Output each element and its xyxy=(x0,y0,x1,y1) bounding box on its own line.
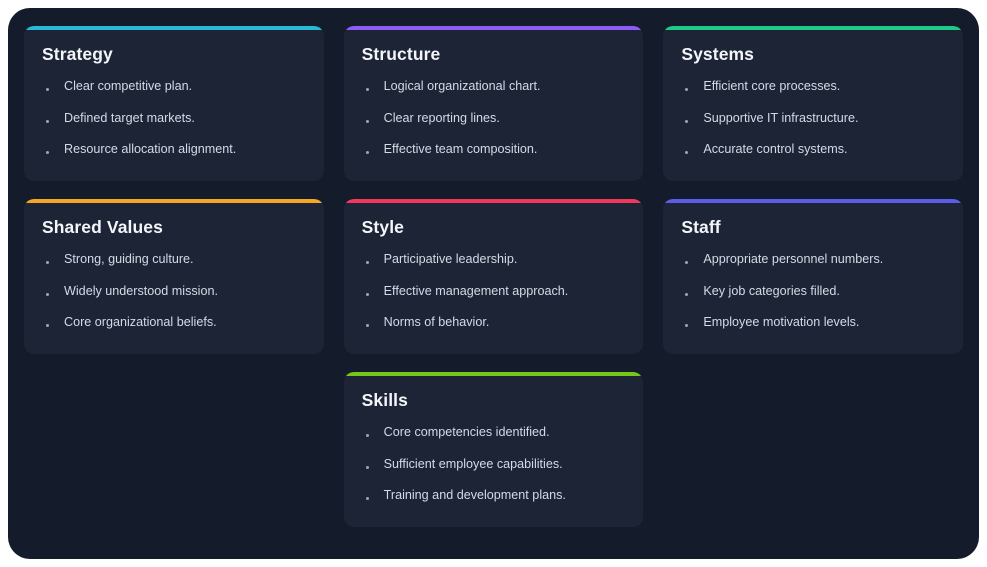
list-item-text: Key job categories filled. xyxy=(703,283,840,298)
list-item-text: Clear reporting lines. xyxy=(383,110,500,125)
card-title-staff: Staff xyxy=(681,217,721,237)
list-item: Training and development plans. xyxy=(362,488,628,504)
card-grid-row-3: Skills Core competencies identified. Suf… xyxy=(24,372,963,527)
card-list-shared-values: Strong, guiding culture. Widely understo… xyxy=(40,252,308,331)
card-list-systems: Efficient core processes. Supportive IT … xyxy=(679,79,947,158)
list-item: Clear competitive plan. xyxy=(42,79,308,95)
bullet-dot-icon xyxy=(365,434,369,437)
bullet-dot-icon xyxy=(365,119,369,123)
grid-spacer-right xyxy=(663,372,963,527)
list-item-text: Defined target markets. xyxy=(64,110,195,125)
card-list-structure: Logical organizational chart. Clear repo… xyxy=(360,79,628,158)
list-item-text: Training and development plans. xyxy=(383,488,566,503)
list-item-text: Norms of behavior. xyxy=(383,315,490,330)
bullet-dot-icon xyxy=(46,151,49,155)
list-item: Sufficient employee capabilities. xyxy=(362,457,628,473)
list-item: Logical organizational chart. xyxy=(362,79,628,95)
card-title-systems: Systems xyxy=(681,44,755,64)
list-item: Norms of behavior. xyxy=(362,315,628,331)
list-item-text: Supportive IT infrastructure. xyxy=(703,110,859,125)
bullet-dot-icon xyxy=(365,292,369,296)
card-strategy[interactable]: Strategy Clear competitive plan. Defined… xyxy=(24,26,324,181)
framework-canvas: Strategy Clear competitive plan. Defined… xyxy=(8,8,979,559)
list-item-text: Participative leadership. xyxy=(383,252,518,266)
list-item-text: Accurate control systems. xyxy=(703,142,848,157)
list-item: Supportive IT infrastructure. xyxy=(681,111,947,127)
list-item-text: Core competencies identified. xyxy=(383,425,550,439)
list-item-text: Effective team composition. xyxy=(383,142,538,157)
list-item: Key job categories filled. xyxy=(681,284,947,300)
card-list-staff: Appropriate personnel numbers. Key job c… xyxy=(679,252,947,331)
list-item: Efficient core processes. xyxy=(681,79,947,95)
bullet-dot-icon xyxy=(46,324,49,328)
list-item: Participative leadership. xyxy=(362,252,628,268)
list-item: Strong, guiding culture. xyxy=(42,252,308,268)
card-grid-row-2: Shared Values Strong, guiding culture. W… xyxy=(24,199,963,354)
bullet-dot-icon xyxy=(685,292,689,296)
card-list-style: Participative leadership. Effective mana… xyxy=(360,252,628,331)
list-item-text: Appropriate personnel numbers. xyxy=(703,252,884,266)
list-item-text: Clear competitive plan. xyxy=(64,79,193,93)
card-title-style: Style xyxy=(361,217,404,237)
list-item: Resource allocation alignment. xyxy=(42,142,308,158)
bullet-dot-icon xyxy=(685,324,689,328)
card-shared-values[interactable]: Shared Values Strong, guiding culture. W… xyxy=(24,199,324,354)
card-style[interactable]: Style Participative leadership. Effectiv… xyxy=(343,199,644,354)
bullet-dot-icon xyxy=(365,465,369,469)
bullet-dot-icon xyxy=(685,151,689,155)
list-item-text: Employee motivation levels. xyxy=(703,315,860,330)
bullet-dot-icon xyxy=(46,88,49,91)
list-item-text: Widely understood mission. xyxy=(64,283,218,298)
bullet-dot-icon xyxy=(685,119,689,123)
list-item-text: Sufficient employee capabilities. xyxy=(383,456,563,471)
card-staff[interactable]: Staff Appropriate personnel numbers. Key… xyxy=(663,199,963,354)
list-item: Core competencies identified. xyxy=(362,425,628,441)
grid-spacer-left xyxy=(24,372,324,527)
bullet-dot-icon xyxy=(46,292,49,296)
list-item-text: Effective management approach. xyxy=(383,283,569,298)
list-item: Effective team composition. xyxy=(362,142,628,158)
card-grid-row-1: Strategy Clear competitive plan. Defined… xyxy=(24,26,963,181)
bullet-dot-icon xyxy=(365,497,369,501)
card-title-skills: Skills xyxy=(361,390,408,410)
card-list-strategy: Clear competitive plan. Defined target m… xyxy=(40,79,308,158)
card-structure[interactable]: Structure Logical organizational chart. … xyxy=(343,26,644,181)
list-item-text: Logical organizational chart. xyxy=(383,79,541,93)
list-item: Appropriate personnel numbers. xyxy=(681,252,947,268)
list-item: Defined target markets. xyxy=(42,111,308,127)
card-title-strategy: Strategy xyxy=(42,44,113,64)
bullet-dot-icon xyxy=(46,119,49,123)
card-skills[interactable]: Skills Core competencies identified. Suf… xyxy=(343,372,644,527)
list-item: Accurate control systems. xyxy=(681,142,947,158)
bullet-dot-icon xyxy=(685,88,689,91)
list-item: Core organizational beliefs. xyxy=(42,315,308,331)
list-item: Effective management approach. xyxy=(362,284,628,300)
bullet-dot-icon xyxy=(365,88,369,91)
bullet-dot-icon xyxy=(365,324,369,328)
bullet-dot-icon xyxy=(46,261,49,264)
bullet-dot-icon xyxy=(365,261,369,264)
card-systems[interactable]: Systems Efficient core processes. Suppor… xyxy=(663,26,963,181)
list-item: Clear reporting lines. xyxy=(362,111,628,127)
list-item-text: Efficient core processes. xyxy=(703,79,841,93)
card-list-skills: Core competencies identified. Sufficient… xyxy=(360,425,628,504)
list-item-text: Resource allocation alignment. xyxy=(64,142,237,157)
list-item: Widely understood mission. xyxy=(42,284,308,300)
bullet-dot-icon xyxy=(685,261,689,264)
card-title-structure: Structure xyxy=(361,44,441,64)
list-item-text: Core organizational beliefs. xyxy=(64,315,217,330)
card-title-shared-values: Shared Values xyxy=(42,217,163,237)
list-item: Employee motivation levels. xyxy=(681,315,947,331)
bullet-dot-icon xyxy=(365,151,369,155)
list-item-text: Strong, guiding culture. xyxy=(64,252,194,266)
